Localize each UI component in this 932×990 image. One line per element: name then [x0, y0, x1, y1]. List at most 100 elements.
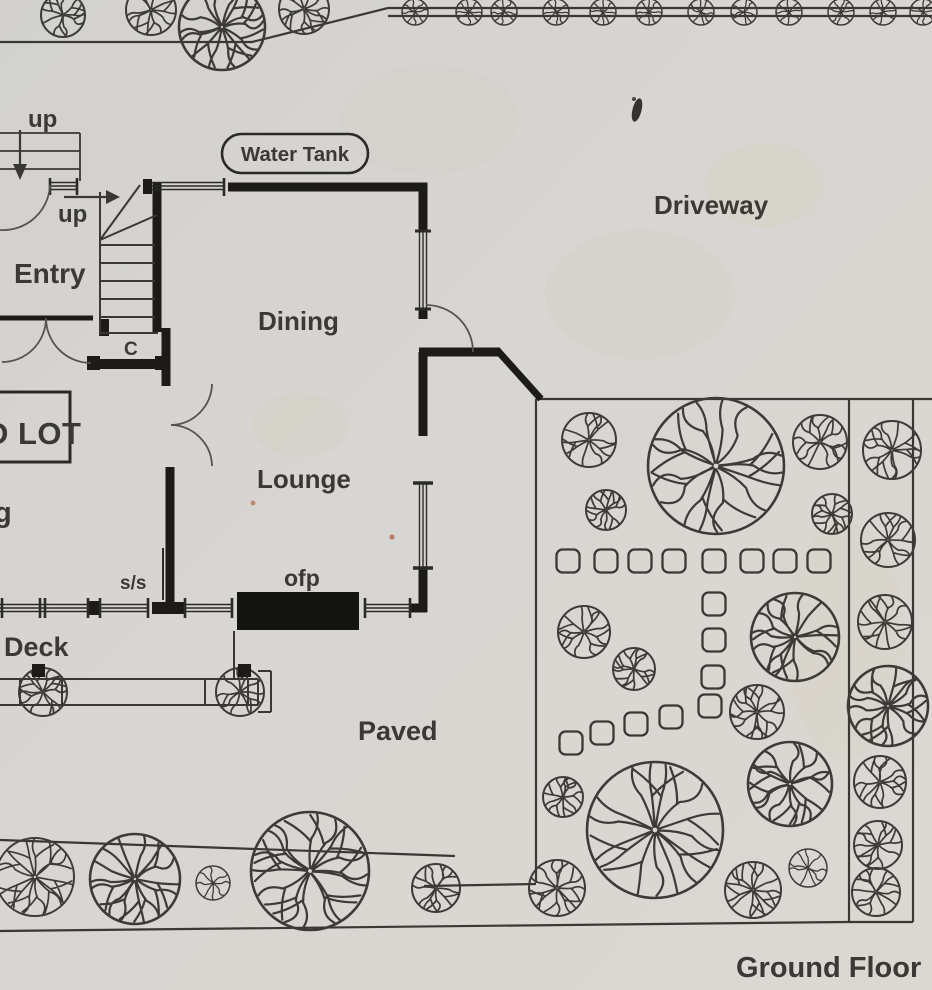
tree-icon	[811, 493, 853, 535]
tree-icon	[853, 755, 907, 809]
wall-post	[87, 356, 100, 370]
tree-icon	[542, 776, 584, 818]
stepping-stone	[593, 548, 619, 574]
windows	[0, 178, 433, 618]
stepping-stone	[739, 548, 765, 574]
stepping-stones-layer	[555, 548, 832, 756]
label-driveway: Driveway	[654, 190, 769, 220]
dining-external-door-swing	[425, 304, 474, 353]
tree-icon	[724, 861, 782, 919]
label-paved: Paved	[358, 716, 438, 746]
shrub-icon	[589, 0, 617, 26]
entry-exterior-steps	[0, 132, 81, 181]
staircase	[99, 184, 158, 335]
stepping-stone	[558, 730, 584, 756]
shrub-icon	[490, 0, 518, 26]
tree-icon	[860, 512, 916, 568]
shrub-icon	[730, 0, 758, 26]
diagonal-wall	[494, 347, 544, 402]
stepping-stone	[623, 711, 649, 737]
entry-french-doors	[1, 317, 92, 364]
tree-icon	[788, 848, 828, 888]
room-label-dining: Dining	[258, 306, 339, 336]
stepping-stone	[701, 548, 727, 574]
tree-icon	[729, 684, 785, 740]
tree-icon	[846, 664, 930, 748]
tree-icon	[88, 832, 182, 926]
tree-icon	[0, 837, 75, 917]
tree-icon	[792, 414, 848, 470]
stepping-stone	[555, 548, 581, 574]
window-lounge-south-west	[183, 598, 234, 618]
tree-icon	[561, 412, 617, 468]
room-label-lounge: Lounge	[257, 464, 351, 494]
stepping-stone	[806, 548, 832, 574]
plan-title: Ground Floor	[736, 952, 921, 984]
tree-icon	[585, 489, 627, 531]
stepping-stone	[701, 627, 727, 653]
shrub-icon	[635, 0, 663, 26]
window-dining-east	[415, 229, 431, 311]
entry-door-swing	[0, 184, 51, 231]
water-tank-outline	[220, 132, 370, 175]
deck-step-end	[257, 670, 272, 713]
tree-icon	[851, 867, 901, 917]
shrub-icon	[775, 0, 803, 26]
stepping-stone	[701, 591, 727, 617]
stepping-stone	[700, 664, 726, 690]
tree-icon	[857, 594, 913, 650]
doors	[0, 184, 474, 467]
label-left-partial: g	[0, 497, 12, 529]
window-lounge-east	[413, 481, 433, 570]
deck-edge-dividers	[19, 679, 249, 705]
lounge-double-doors	[170, 383, 213, 467]
stepping-stone	[772, 548, 798, 574]
up-arrow-interior	[64, 190, 120, 204]
deck-post	[32, 664, 45, 677]
stair-treads	[100, 244, 158, 334]
fireplace-block	[237, 592, 359, 630]
tree-icon	[125, 0, 177, 36]
window-lounge-south-east	[363, 598, 412, 618]
tree-icon	[646, 396, 786, 536]
window-deck-band	[0, 598, 150, 618]
tree-icon	[862, 420, 922, 480]
deck-edge-lines	[0, 678, 258, 706]
wall-post	[155, 356, 168, 370]
tree-icon	[749, 591, 841, 683]
lot-box-outline	[0, 390, 72, 464]
shrub-icon	[455, 0, 483, 26]
shrub-icon	[687, 0, 715, 26]
tree-icon	[278, 0, 330, 35]
tree-icon	[40, 0, 86, 38]
wall-post	[143, 179, 152, 194]
shrub-icon	[909, 0, 932, 26]
tree-icon	[249, 810, 371, 932]
label-up-exterior: up	[28, 106, 57, 133]
trees-layer	[0, 0, 932, 932]
label-water-tank: Water Tank	[241, 143, 350, 166]
stepping-stone	[589, 720, 615, 746]
top-boundary-line	[0, 6, 389, 44]
tree-icon	[195, 865, 231, 901]
bottom-boundary-line	[0, 920, 847, 933]
stair-winders	[99, 184, 158, 241]
tree-icon	[612, 647, 656, 691]
stepping-stone	[661, 548, 687, 574]
garden-corner-line	[423, 882, 537, 888]
rust-speck	[250, 500, 256, 506]
garden-bed-borders	[534, 397, 932, 924]
shrub-icon	[869, 0, 897, 26]
deck-post	[238, 664, 251, 677]
window-top-wall	[152, 178, 226, 196]
ink-fleck	[631, 97, 643, 122]
plan-labels: up up Water Tank Driveway Entry Dining C…	[0, 106, 921, 984]
tree-icon	[557, 605, 611, 659]
deck-structure	[0, 631, 272, 713]
tree-icon	[177, 0, 267, 72]
stepping-stone	[627, 548, 653, 574]
up-arrow-exterior	[13, 130, 27, 180]
shrub-icon	[827, 0, 855, 26]
tree-icon	[528, 859, 586, 917]
